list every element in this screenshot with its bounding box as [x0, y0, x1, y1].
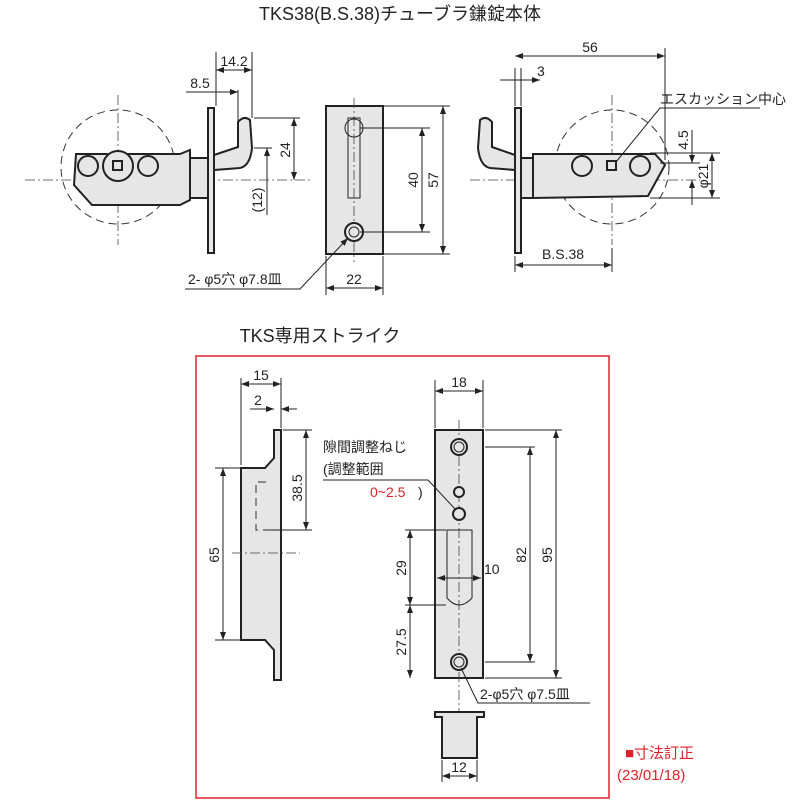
dim-40: 40: [405, 172, 421, 188]
revision-date: (23/01/18): [617, 767, 685, 784]
lock-body-side-view-left: 14.2 8.5 24 (12): [25, 52, 310, 254]
strike-frame: [195, 355, 610, 799]
strike-hole-note: 2-φ5穴 φ7.5皿: [480, 686, 570, 702]
lock-body-side-view-right: 56 3 4.5 φ21 B.S.38 エスカッション中心: [470, 39, 786, 272]
hole-note: 2- φ5穴 φ7.8皿: [188, 271, 282, 287]
revision-label: ■寸法訂正: [625, 745, 694, 762]
dim-8-5: 8.5: [190, 75, 210, 91]
dim-38-5: 38.5: [289, 474, 305, 501]
escutcheon-center-label: エスカッション中心: [660, 91, 786, 107]
screw-note-line2: (調整範囲: [323, 461, 384, 477]
dim-4-5: 4.5: [675, 130, 691, 150]
dim-56: 56: [582, 39, 598, 55]
dim-phi21: φ21: [695, 163, 711, 188]
dim-bs38: B.S.38: [542, 246, 584, 262]
dim-3: 3: [537, 63, 545, 79]
screw-range: 0~2.5: [370, 484, 406, 500]
dim-10: 10: [484, 561, 500, 577]
strike-front-view: 18 82 95 29 27.5 10 隙間調整ねじ (調整範囲 0~2.5 )…: [323, 374, 590, 712]
dim-18: 18: [451, 374, 467, 390]
dim-65: 65: [206, 547, 222, 563]
dim-82: 82: [513, 547, 529, 563]
lock-body-front-view: 40 57 22 2- φ5穴 φ7.8皿: [185, 98, 450, 295]
strike-cap-view: 12: [434, 711, 485, 782]
dim-22: 22: [346, 271, 362, 287]
dim-15: 15: [253, 367, 269, 383]
dim-95: 95: [539, 547, 555, 563]
dim-29: 29: [393, 560, 409, 576]
body-title: TKS38(B.S.38)チューブラ鎌錠本体: [259, 3, 541, 24]
dim-12-cap: 12: [451, 759, 467, 775]
screw-note-close: ): [418, 484, 423, 500]
strike-side-view: 15 2 38.5 65: [206, 367, 312, 681]
screw-note-line1: 隙間調整ねじ: [323, 439, 407, 455]
strike-title: TKS専用ストライク: [240, 326, 401, 346]
dim-24: 24: [277, 142, 293, 158]
dim-2: 2: [254, 392, 262, 408]
dim-14-2: 14.2: [220, 53, 247, 69]
dim-12: (12): [249, 188, 265, 213]
dim-27-5: 27.5: [393, 628, 409, 655]
dim-57: 57: [425, 172, 441, 188]
